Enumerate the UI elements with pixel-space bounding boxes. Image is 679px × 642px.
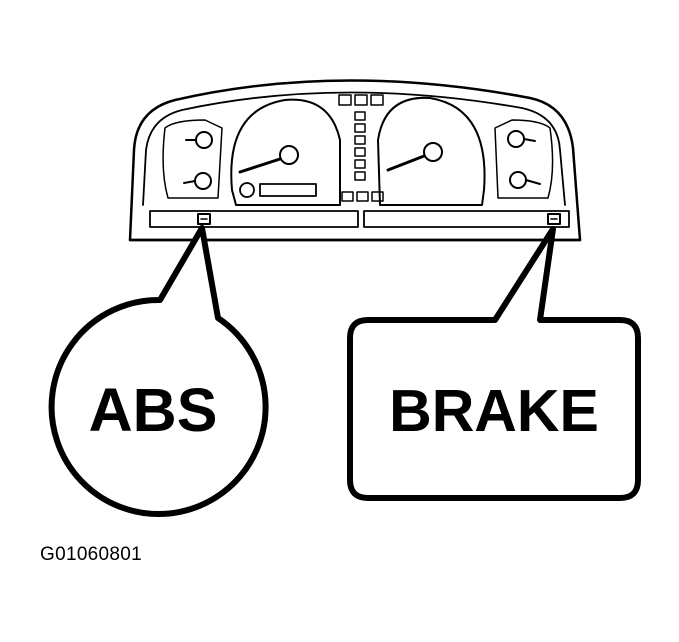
abs-label: ABS — [89, 376, 218, 444]
right-dial-hub — [423, 142, 443, 162]
center-indicator-column — [338, 94, 384, 202]
cluster-housing — [128, 79, 582, 242]
right-upper-gauge — [507, 130, 525, 148]
warning-light-strip-left — [149, 210, 359, 228]
abs-callout-bubble — [48, 225, 269, 517]
cluster-bezel — [142, 91, 566, 206]
left-upper-gauge — [195, 131, 213, 149]
left-main-dial — [230, 98, 341, 206]
brake-label: BRAKE — [389, 378, 599, 444]
odometer-display — [259, 183, 317, 197]
abs-callout: ABS — [48, 225, 269, 517]
abs-warning-light — [197, 213, 211, 225]
left-lower-gauge — [194, 172, 212, 190]
brake-warning-light — [547, 213, 561, 225]
right-main-dial — [377, 96, 486, 206]
left-dial-hub — [279, 145, 299, 165]
brake-callout: BRAKE — [347, 226, 641, 501]
warning-light-strip-right — [363, 210, 570, 228]
figure-id: G01060801 — [40, 544, 143, 565]
right-lower-gauge — [509, 171, 527, 189]
instrument-cluster — [128, 79, 582, 242]
brake-callout-bubble — [347, 226, 641, 501]
